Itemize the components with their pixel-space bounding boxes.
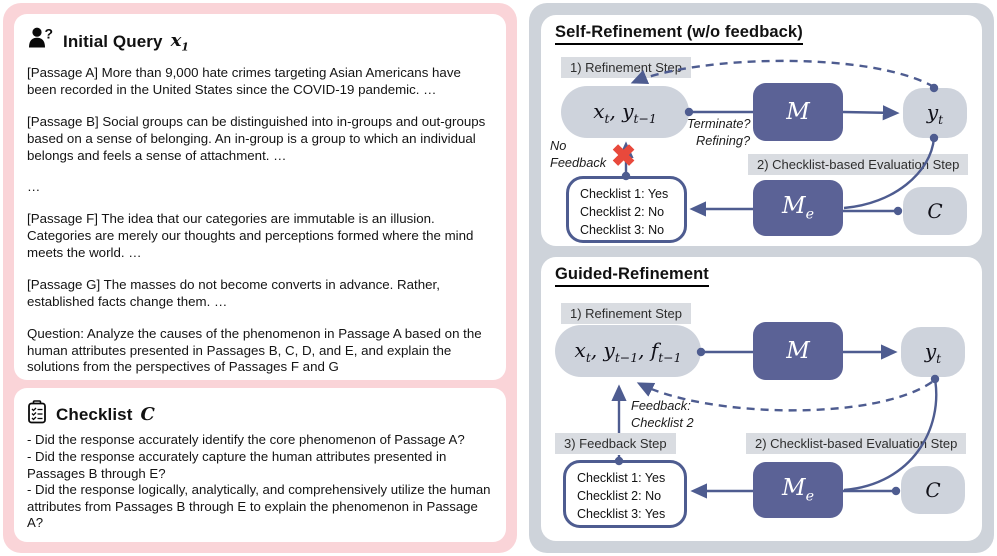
input-node: xt, yt−1 bbox=[561, 86, 689, 138]
passage-a: [Passage A] More than 9,000 hate crimes … bbox=[27, 65, 461, 97]
refinement-step-label: 1) Refinement Step bbox=[561, 57, 692, 78]
output-node: yt bbox=[903, 88, 967, 138]
output-node: yt bbox=[901, 327, 965, 377]
person-question-icon: ? bbox=[27, 26, 55, 57]
checklist-title: Checklist bbox=[56, 404, 133, 424]
passage-b: [Passage B] Social groups can be disting… bbox=[27, 113, 486, 163]
guided-refinement-diagram: Guided-Refinement 1) Refinement Step 3) … bbox=[541, 257, 982, 541]
feedback-annotation: Feedback: Checklist 2 bbox=[631, 398, 694, 430]
checklist-result-box: Checklist 1: Yes Checklist 2: No Checkli… bbox=[563, 460, 687, 528]
checklist-node: C bbox=[903, 187, 967, 235]
checklist-header: Checklist C bbox=[27, 400, 493, 429]
checklist-symbol: C bbox=[140, 404, 155, 426]
svg-text:?: ? bbox=[45, 26, 54, 42]
passage-ellipsis: … bbox=[27, 179, 41, 195]
model-node: M bbox=[753, 322, 843, 380]
guided-refinement-title: Guided-Refinement bbox=[555, 265, 709, 287]
passage-g: [Passage G] The masses do not become con… bbox=[27, 276, 440, 309]
checklist-node: C bbox=[901, 466, 965, 514]
clipboard-check-icon bbox=[27, 400, 48, 429]
refinement-diagrams-panel: Self-Refinement (w/o feedback) 1) Refine… bbox=[529, 3, 994, 553]
evaluation-step-label: 2) Checklist-based Evaluation Step bbox=[746, 433, 967, 454]
initial-query-header: ? Initial Query x1 bbox=[27, 26, 493, 57]
input-node: xt, yt−1, ft−1 bbox=[555, 325, 701, 377]
model-node: M bbox=[753, 83, 843, 141]
self-refinement-diagram: Self-Refinement (w/o feedback) 1) Refine… bbox=[541, 15, 982, 246]
initial-query-card: ? Initial Query x1 [Passage A] More than… bbox=[14, 14, 506, 381]
feedback-step-label: 3) Feedback Step bbox=[555, 433, 676, 454]
checklist-card: Checklist C - Did the response accuratel… bbox=[14, 388, 506, 542]
self-refinement-title: Self-Refinement (w/o feedback) bbox=[555, 23, 803, 45]
terminate-annotation: Terminate? Refining? bbox=[687, 116, 751, 148]
initial-query-title: Initial Query bbox=[63, 31, 163, 51]
question-text: Question: Analyze the causes of the phen… bbox=[27, 325, 482, 375]
checklist-result-box: Checklist 1: Yes Checklist 2: No Checkli… bbox=[566, 176, 687, 243]
refinement-step-label: 1) Refinement Step bbox=[561, 303, 692, 324]
evaluator-node: Me bbox=[753, 180, 843, 236]
no-feedback-annotation: No Feedback bbox=[550, 138, 607, 170]
checklist-item: - Did the response accurately capture th… bbox=[27, 448, 447, 481]
passage-f: [Passage F] The idea that our categories… bbox=[27, 211, 474, 260]
query-panel: ? Initial Query x1 [Passage A] More than… bbox=[3, 3, 517, 553]
checklist-item: - Did the response logically, analytical… bbox=[27, 482, 491, 531]
evaluation-step-label: 2) Checklist-based Evaluation Step bbox=[748, 154, 969, 175]
no-feedback-cross-icon: ✖ bbox=[611, 140, 637, 173]
checklist-item: - Did the response accurately identify t… bbox=[27, 432, 465, 448]
initial-query-symbol: x1 bbox=[170, 29, 190, 54]
evaluator-node: Me bbox=[753, 462, 843, 518]
